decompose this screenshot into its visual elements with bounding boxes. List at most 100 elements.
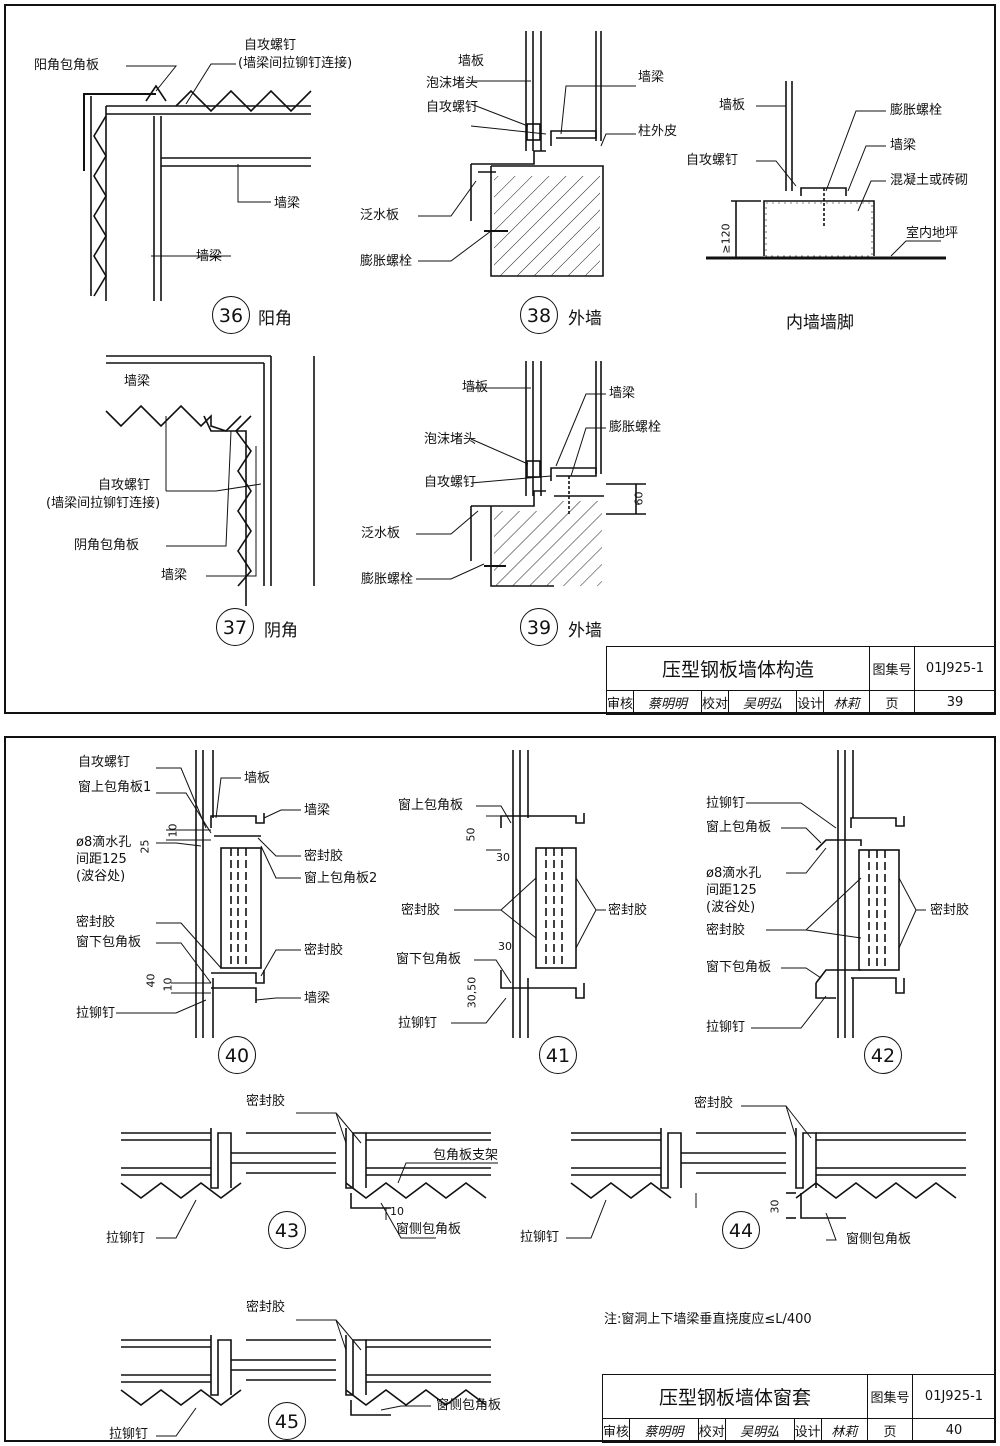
drawing-title: 压型钢板墙体窗套 xyxy=(602,1374,868,1419)
label-expansion-bolt: 膨胀螺栓 xyxy=(890,103,943,118)
dimension-60: 60 xyxy=(632,491,646,506)
detail-45-drawing xyxy=(120,1335,491,1416)
label-window-head-flashing-2: 窗上包角板2 xyxy=(304,871,378,886)
label-wall-girt: 墙梁 xyxy=(890,138,917,153)
label-rivet-note: (墙梁间拉铆钉连接) xyxy=(238,56,353,71)
design-label: 设计 xyxy=(793,1418,822,1443)
label-wall-girt: 墙梁 xyxy=(638,70,665,85)
atlas-number: 01J925-1 xyxy=(914,646,996,691)
dimension-10: 10 xyxy=(166,823,180,838)
label-sealant: 密封胶 xyxy=(76,915,116,930)
label-spacing-125: 间距125 xyxy=(76,852,127,867)
dimension-30: 30 xyxy=(496,851,510,864)
label-rivet-note: (墙梁间拉铆钉连接) xyxy=(46,496,161,511)
detail-42-drawing xyxy=(815,750,905,1038)
detail-caption-36: 阳角 xyxy=(258,309,292,329)
check-signature: 吴明弘 xyxy=(724,1418,795,1443)
label-wall-panel: 墙板 xyxy=(462,380,489,395)
label-column-face: 柱外皮 xyxy=(638,124,678,139)
label-flashing: 泛水板 xyxy=(360,208,400,223)
drawing-sheet-40: 自攻螺钉 墙板 窗上包角板1 墙梁 密封胶 ø8滴水孔 窗上包角板2 间距125… xyxy=(4,736,996,1443)
dimension-30: 30 xyxy=(768,1199,782,1214)
check-signature: 吴明弘 xyxy=(728,690,798,715)
label-window-sill-flashing: 窗下包角板 xyxy=(76,935,142,950)
label-expansion-bolt: 膨胀螺栓 xyxy=(360,254,413,269)
design-label: 设计 xyxy=(796,690,825,715)
dimension-10: 10 xyxy=(390,1205,404,1218)
label-window-head-flashing: 窗上包角板 xyxy=(398,798,464,813)
detail-caption-inner-wall-foot: 内墙墙脚 xyxy=(786,313,854,333)
label-sealant: 密封胶 xyxy=(608,903,648,918)
sheet-39-linework xyxy=(83,31,946,606)
label-expansion-bolt: 膨胀螺栓 xyxy=(609,420,662,435)
detail-caption-39: 外墙 xyxy=(568,621,602,641)
label-blind-rivet: 拉铆钉 xyxy=(706,1020,746,1035)
sheet-40-linework xyxy=(116,750,966,1437)
design-signature: 林莉 xyxy=(820,1418,869,1443)
detail-number-44: 44 xyxy=(722,1211,760,1249)
label-blind-rivet: 拉铆钉 xyxy=(106,1231,146,1246)
label-sealant: 密封胶 xyxy=(304,849,344,864)
dimension-50: 50 xyxy=(464,827,478,842)
review-signature: 蔡明明 xyxy=(632,690,703,715)
label-sealant: 密封胶 xyxy=(930,903,970,918)
label-expansion-bolt: 膨胀螺栓 xyxy=(361,572,414,587)
title-block-39: 压型钢板墙体构造 图集号 01J925-1 审核 蔡明明 校对 吴明弘 设计 林… xyxy=(606,646,996,715)
page-number: 40 xyxy=(912,1418,996,1443)
label-foam-plug: 泡沫堵头 xyxy=(424,432,477,447)
label-wall-girt: 墙梁 xyxy=(304,991,331,1006)
review-signature: 蔡明明 xyxy=(629,1418,699,1443)
label-wall-girt: 墙梁 xyxy=(609,386,636,401)
review-label: 审核 xyxy=(606,690,634,715)
label-window-head-flashing-1: 窗上包角板1 xyxy=(78,780,152,795)
label-window-jamb-flashing: 窗侧包角板 xyxy=(396,1222,462,1237)
label-sealant: 密封胶 xyxy=(694,1096,734,1111)
label-at-corrugation-valley: (波谷处) xyxy=(76,869,126,884)
label-wall-panel: 墙板 xyxy=(719,98,746,113)
label-wall-girt: 墙梁 xyxy=(304,803,331,818)
label-self-tapping-screw: 自攻螺钉 xyxy=(426,100,479,115)
design-signature: 林莉 xyxy=(823,690,870,715)
dimension-10: 10 xyxy=(161,977,175,992)
detail-41-drawing xyxy=(486,750,585,1038)
page-label: 页 xyxy=(867,1418,913,1443)
label-sealant: 密封胶 xyxy=(401,903,441,918)
label-window-head-flashing: 窗上包角板 xyxy=(706,820,772,835)
dimension-40: 40 xyxy=(144,973,158,988)
detail-number-38: 38 xyxy=(520,296,558,334)
label-at-corrugation-valley: (波谷处) xyxy=(706,900,756,915)
review-label: 审核 xyxy=(602,1418,630,1443)
label-indoor-floor: 室内地坪 xyxy=(906,226,959,241)
detail-caption-37: 阴角 xyxy=(264,621,298,641)
label-window-jamb-flashing: 窗侧包角板 xyxy=(436,1398,502,1413)
label-concrete-or-brick: 混凝土或砖砌 xyxy=(890,173,969,188)
label-foam-plug: 泡沫堵头 xyxy=(426,76,479,91)
detail-40-drawing xyxy=(166,750,265,1038)
label-inside-corner-flashing: 阴角包角板 xyxy=(74,538,140,553)
label-wall-girt: 墙梁 xyxy=(196,249,223,264)
detail-37-drawing xyxy=(105,355,315,606)
label-self-tapping-screw: 自攻螺钉 xyxy=(424,475,477,490)
check-label: 校对 xyxy=(697,1418,726,1443)
detail-caption-38: 外墙 xyxy=(568,309,602,329)
label-blind-rivet: 拉铆钉 xyxy=(109,1427,149,1442)
detail-number-39: 39 xyxy=(520,608,558,646)
label-self-tapping-screw: 自攻螺钉 xyxy=(686,153,739,168)
detail-44-drawing xyxy=(570,1128,966,1219)
detail-number-42: 42 xyxy=(864,1036,902,1074)
label-blind-rivet: 拉铆钉 xyxy=(520,1230,560,1245)
deflection-note: 注:窗洞上下墙梁垂直挠度应≤L/400 xyxy=(604,1312,812,1327)
label-wall-girt: 墙梁 xyxy=(161,568,188,583)
label-self-tapping-screw: 自攻螺钉 xyxy=(78,755,131,770)
label-blind-rivet: 拉铆钉 xyxy=(76,1006,116,1021)
label-drip-hole: ø8滴水孔 xyxy=(706,866,762,881)
detail-43-drawing xyxy=(120,1128,491,1209)
detail-inner-wall-drawing xyxy=(706,81,946,260)
check-label: 校对 xyxy=(701,690,730,715)
title-block-40: 压型钢板墙体窗套 图集号 01J925-1 审核 蔡明明 校对 吴明弘 设计 林… xyxy=(602,1374,996,1443)
detail-36-drawing xyxy=(83,84,312,301)
label-outside-corner-flashing: 阳角包角板 xyxy=(34,58,100,73)
label-wall-panel: 墙板 xyxy=(244,771,271,786)
label-sealant: 密封胶 xyxy=(706,923,746,938)
label-flashing-bracket: 包角板支架 xyxy=(433,1148,499,1163)
